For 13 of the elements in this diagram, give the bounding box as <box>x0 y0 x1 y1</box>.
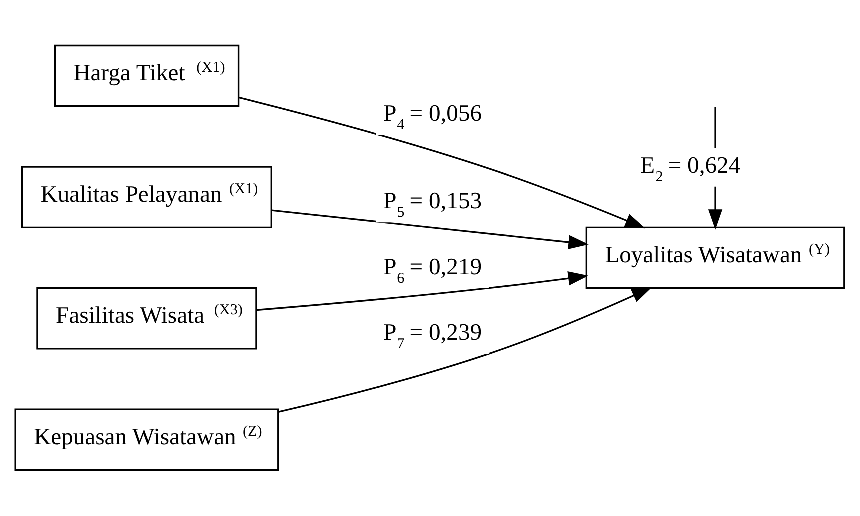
arrow <box>256 272 589 312</box>
edge-label: P$_{6}$ = 0,219 <box>384 254 482 287</box>
node-box: Harga Tiket $^{(X1)}$ <box>54 44 240 108</box>
node-box: Kualitas Pelayanan $^{(X1)}$ <box>21 166 272 229</box>
node-box: Kepuasan Wisatawan $^{(Z)}$ <box>14 408 280 472</box>
edge-label: P$_{7}$ = 0,239 <box>384 320 482 353</box>
arrow <box>272 210 589 250</box>
node-box: Fasilitas Wisata $^{(X3)}$ <box>36 287 258 350</box>
edge-label: P$_{5}$ = 0,153 <box>384 188 482 222</box>
edge-label: P$_{4}$ = 0,056 <box>384 101 482 134</box>
edge-label: E$_{2}$ = 0,624 <box>640 152 741 186</box>
node-box: Loyalitas Wisatawan $^{(Y)}$ <box>586 226 846 290</box>
arrow <box>278 287 652 414</box>
